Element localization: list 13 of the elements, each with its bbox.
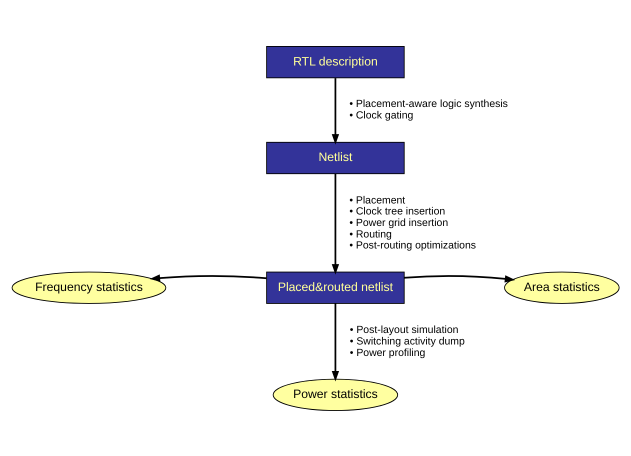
arrow bbox=[150, 274, 266, 282]
arrow bbox=[332, 173, 340, 274]
node-box: Placed&routed netlist bbox=[266, 271, 405, 304]
edge-label: • Placement-aware logic synthesis • Clock gating bbox=[349, 98, 508, 121]
node-ellipse: Power statistics bbox=[272, 378, 398, 410]
node-ellipse: Frequency statistics bbox=[12, 271, 166, 304]
edge-label: • Placement • Clock tree insertion • Power grid insertion • Routing • Post-routing optimizations bbox=[349, 194, 476, 252]
edge-label: • Post-layout simulation • Switching activity dump • Power profiling bbox=[350, 324, 465, 358]
arrow bbox=[332, 78, 340, 144]
arrow bbox=[404, 274, 516, 282]
node-box: RTL description bbox=[266, 46, 405, 78]
node-box: Netlist bbox=[266, 141, 405, 174]
arrow bbox=[332, 302, 340, 381]
